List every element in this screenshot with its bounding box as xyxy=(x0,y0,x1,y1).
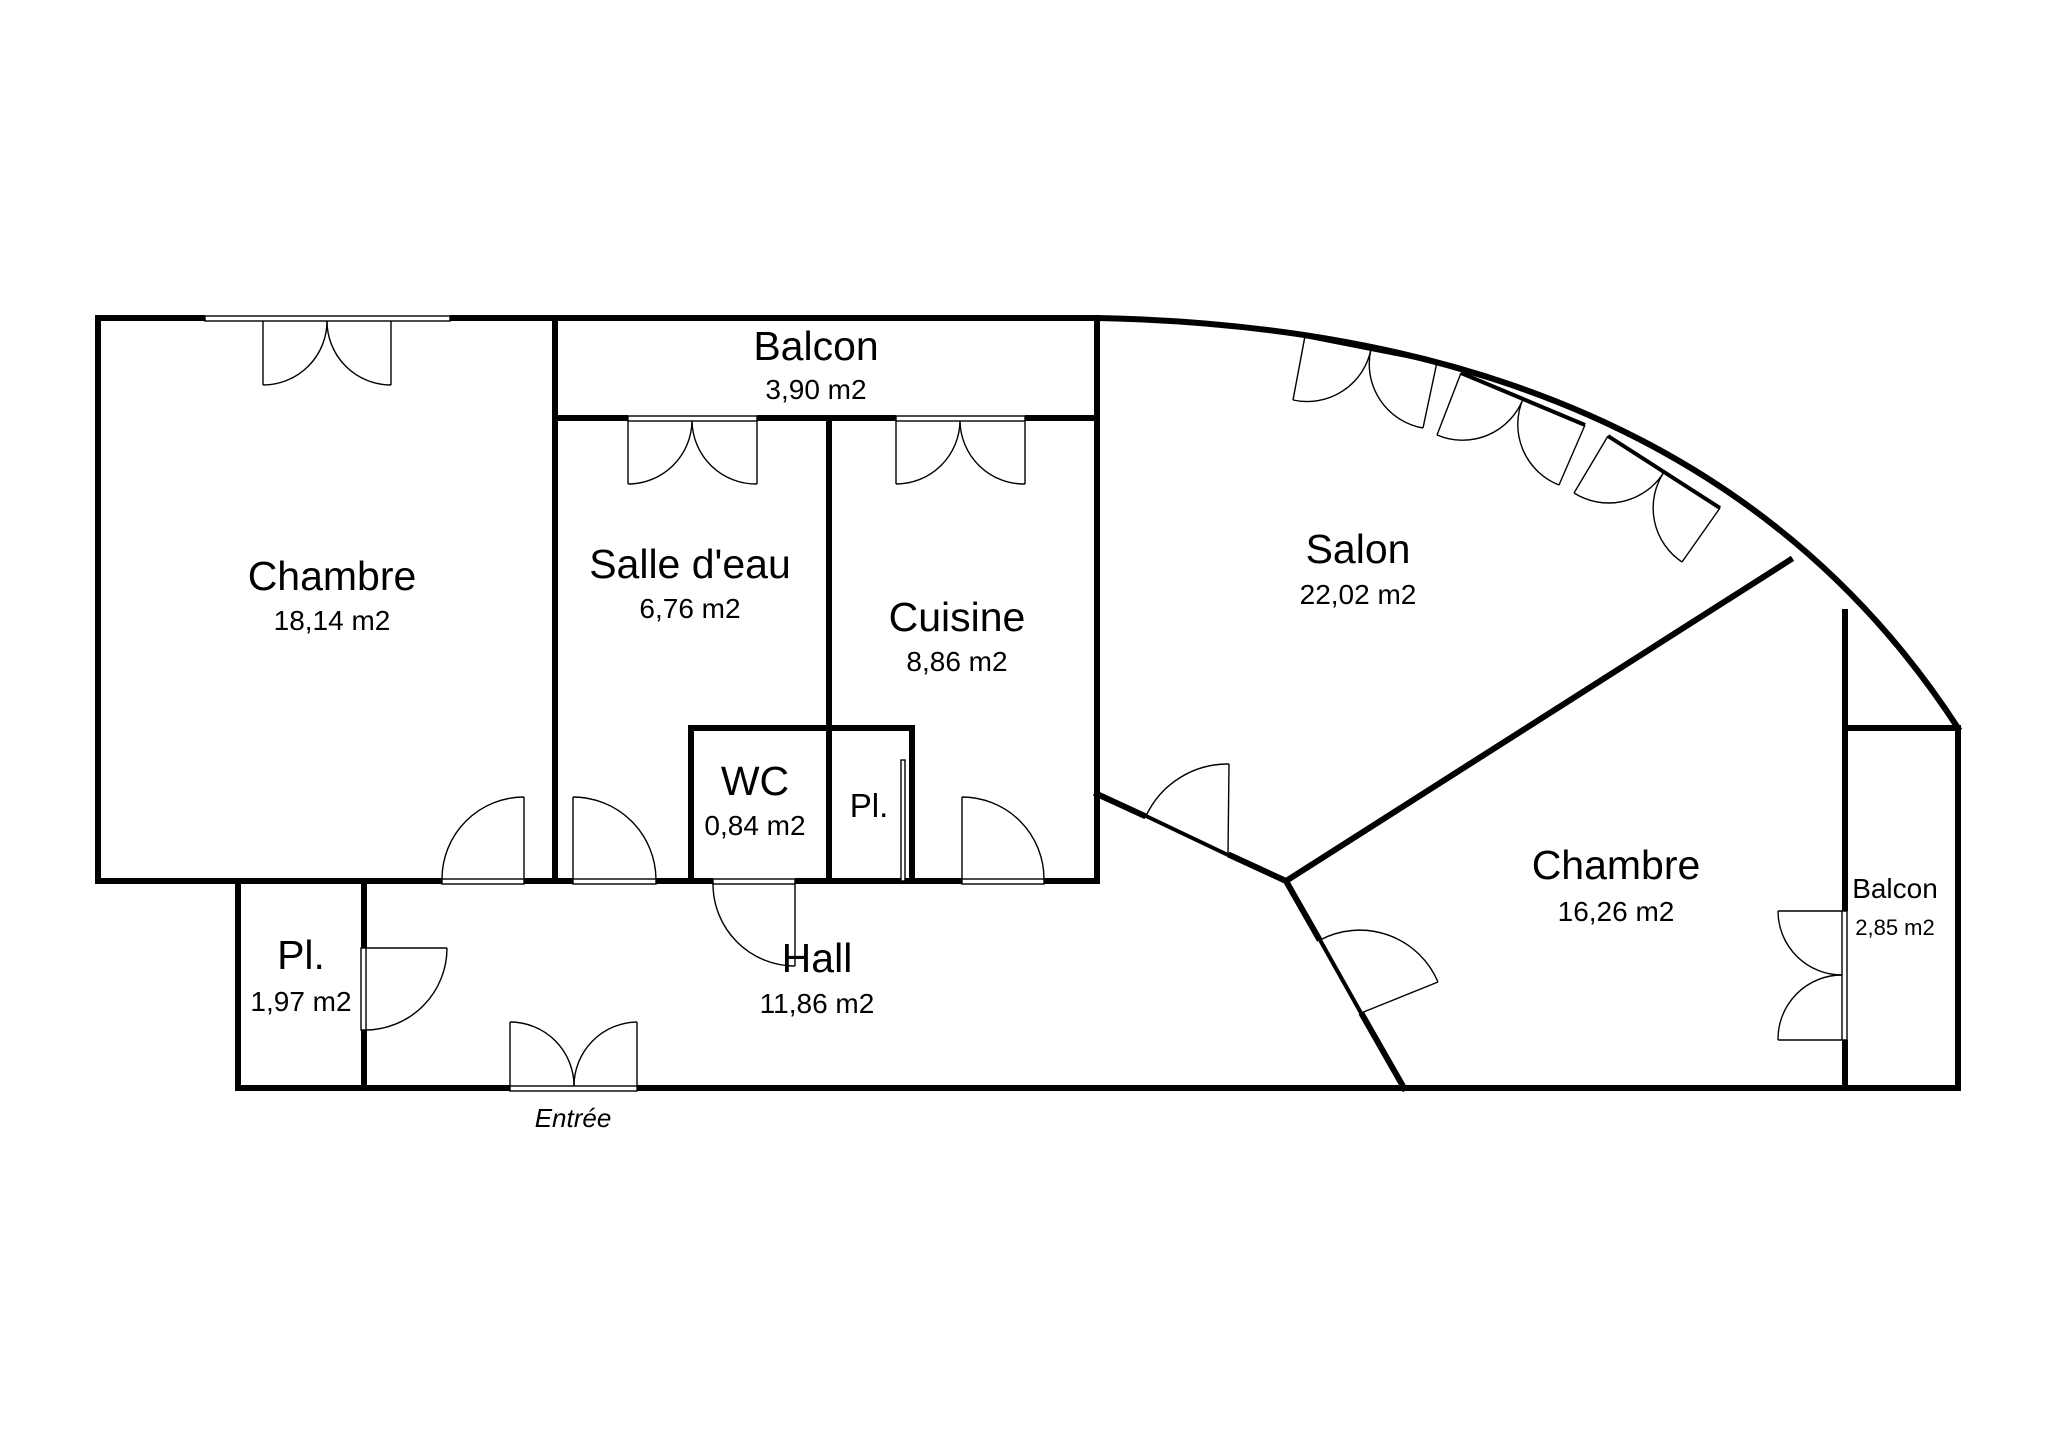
room-labels: Chambre 18,14 m2 Balcon 3,90 m2 Salle d'… xyxy=(248,323,1938,1133)
door-salon-window-3 xyxy=(1573,434,1722,563)
door-placard-hall xyxy=(360,947,448,1031)
room-name-chambre-2: Chambre xyxy=(1532,842,1701,888)
room-area-salle-deau: 6,76 m2 xyxy=(639,593,740,624)
door-placard-cuisine xyxy=(900,759,906,882)
door-salon-window-1 xyxy=(1292,334,1438,429)
wall-hall-outer xyxy=(235,878,1961,1091)
room-name-salon: Salon xyxy=(1306,526,1411,572)
room-name-wc: WC xyxy=(721,758,789,804)
doors xyxy=(204,315,1848,1092)
door-salon xyxy=(1145,763,1230,857)
room-area-wc: 0,84 m2 xyxy=(704,810,805,841)
door-cuisine xyxy=(961,796,1045,885)
room-area-placard-hall: 1,97 m2 xyxy=(250,986,351,1017)
door-balcon-right xyxy=(1777,910,1848,1041)
room-area-balcon-top: 3,90 m2 xyxy=(765,374,866,405)
door-cuisine-window xyxy=(895,415,1026,485)
door-sde-window xyxy=(627,415,758,485)
room-name-hall: Hall xyxy=(782,935,853,981)
door-wc xyxy=(712,878,796,967)
door-chambre-1-window xyxy=(204,315,451,386)
room-area-hall: 11,86 m2 xyxy=(760,988,875,1019)
door-sde xyxy=(572,796,657,885)
room-name-placard-hall: Pl. xyxy=(277,932,325,978)
door-salon-window-2 xyxy=(1436,371,1586,486)
door-chambre-2 xyxy=(1318,929,1439,1014)
room-name-chambre-1: Chambre xyxy=(248,553,417,599)
room-name-balcon-right: Balcon xyxy=(1852,873,1938,904)
room-area-cuisine: 8,86 m2 xyxy=(906,646,1007,677)
door-chambre-1 xyxy=(441,796,525,885)
room-name-placard-cuisine: Pl. xyxy=(850,787,889,824)
entrance-label: Entrée xyxy=(535,1103,612,1133)
wall-chambre-1 xyxy=(95,315,558,884)
room-name-balcon-top: Balcon xyxy=(753,323,878,369)
wall-curved-facade xyxy=(1093,314,1963,733)
door-entrance xyxy=(509,1021,638,1092)
room-area-chambre-1: 18,14 m2 xyxy=(274,605,391,636)
room-area-salon: 22,02 m2 xyxy=(1300,579,1417,610)
room-area-chambre-2: 16,26 m2 xyxy=(1558,896,1675,927)
walls xyxy=(95,314,1963,1093)
wall-salon-chambre xyxy=(1281,555,1795,886)
wall-wc xyxy=(688,725,915,884)
room-name-cuisine: Cuisine xyxy=(889,594,1026,640)
room-area-balcon-right: 2,85 m2 xyxy=(1855,915,1935,940)
room-name-salle-deau: Salle d'eau xyxy=(589,541,791,587)
